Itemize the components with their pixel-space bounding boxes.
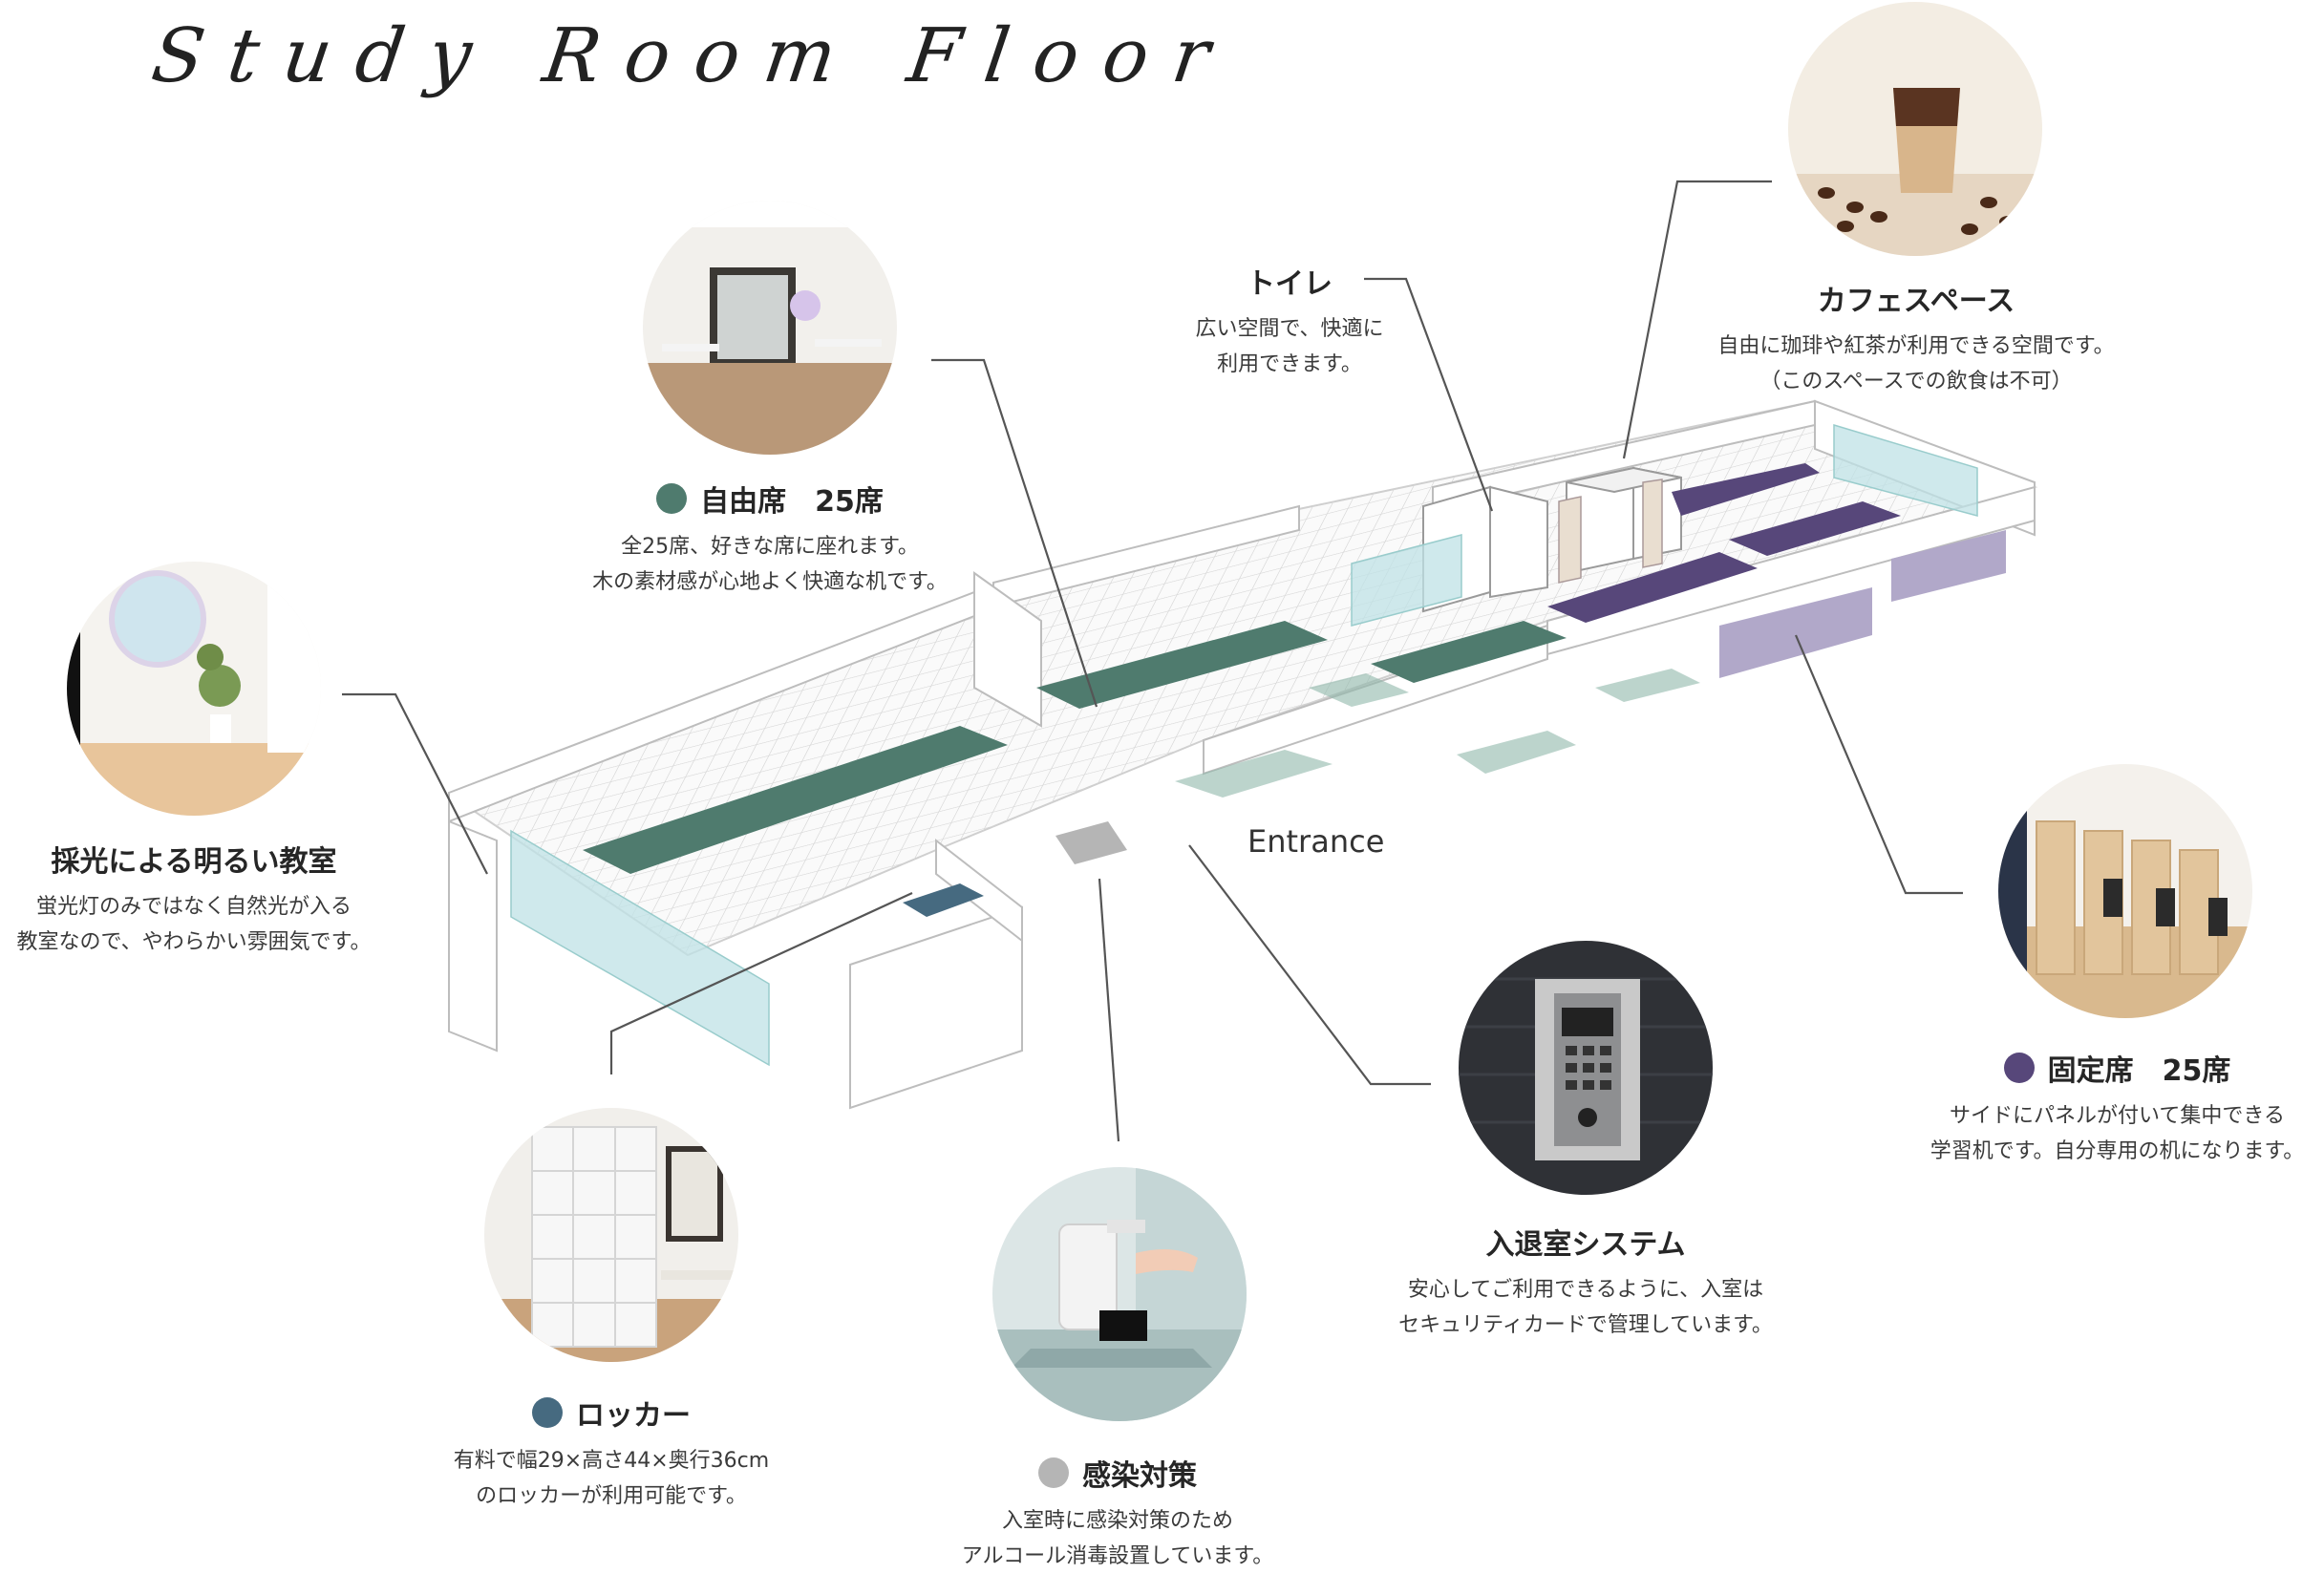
entrance-label: Entrance bbox=[1247, 823, 1385, 860]
fixed-seat-title: 固定席 25席 bbox=[2047, 1054, 2231, 1088]
infection-dot-icon bbox=[1038, 1457, 1069, 1488]
infection-label: 感染対策 入室時に感染対策のためアルコール消毒設置しています。 bbox=[917, 1452, 1318, 1574]
bright-label: 採光による明るい教室 蛍光灯のみではなく自然光が入る教室なので、やわらかい雰囲気… bbox=[0, 838, 388, 960]
toilet-title: トイレ bbox=[1247, 267, 1333, 301]
bright-title: 採光による明るい教室 bbox=[51, 845, 337, 879]
office-room-photo bbox=[643, 201, 897, 455]
sanitizer-photo bbox=[992, 1167, 1247, 1421]
locker-dot-icon bbox=[532, 1397, 563, 1428]
locker-area bbox=[903, 883, 984, 917]
window-glass bbox=[510, 423, 1978, 1067]
free-seat-areas bbox=[583, 621, 1567, 874]
locker-title: ロッカー bbox=[576, 1399, 691, 1433]
study-carrel-photo bbox=[1998, 764, 2252, 1018]
intercom-panel-photo bbox=[1459, 941, 1713, 1195]
iced-coffee-photo bbox=[1788, 2, 2042, 256]
window-plant-photo bbox=[67, 562, 321, 816]
toilet-label: トイレ 広い空間で、快適に利用できます。 bbox=[1151, 260, 1428, 382]
infection-title: 感染対策 bbox=[1082, 1459, 1197, 1493]
cafe-title: カフェスペース bbox=[1817, 285, 2015, 318]
free-seat-title: 自由席 25席 bbox=[700, 485, 884, 519]
entry-system-label: 入退室システム 安心してご利用できるように、入室はセキュリティカードで管理してい… bbox=[1356, 1221, 1815, 1343]
cafe-label: カフェスペース 自由に珈琲や紅茶が利用できる空間です。（このスペースでの飲食は不… bbox=[1672, 277, 2161, 399]
entry-system-title: 入退室システム bbox=[1485, 1228, 1686, 1262]
leader-lines bbox=[342, 180, 1963, 1142]
fixed-seat-side bbox=[1719, 530, 2006, 678]
fixed-seat-dot-icon bbox=[2003, 1053, 2035, 1083]
fixed-seat-label: 固定席 25席 サイドにパネルが付いて集中できる学習机です。自分専用の机になりま… bbox=[1910, 1047, 2324, 1169]
free-seat-dot-icon bbox=[656, 483, 688, 514]
fixed-seat-areas bbox=[1547, 463, 1901, 623]
infection-area bbox=[1055, 821, 1127, 864]
free-seat-label: 自由席 25席 全25席、好きな席に座れます。木の素材感が心地よく快適な机です。 bbox=[554, 478, 986, 600]
locker-photo bbox=[484, 1108, 738, 1362]
